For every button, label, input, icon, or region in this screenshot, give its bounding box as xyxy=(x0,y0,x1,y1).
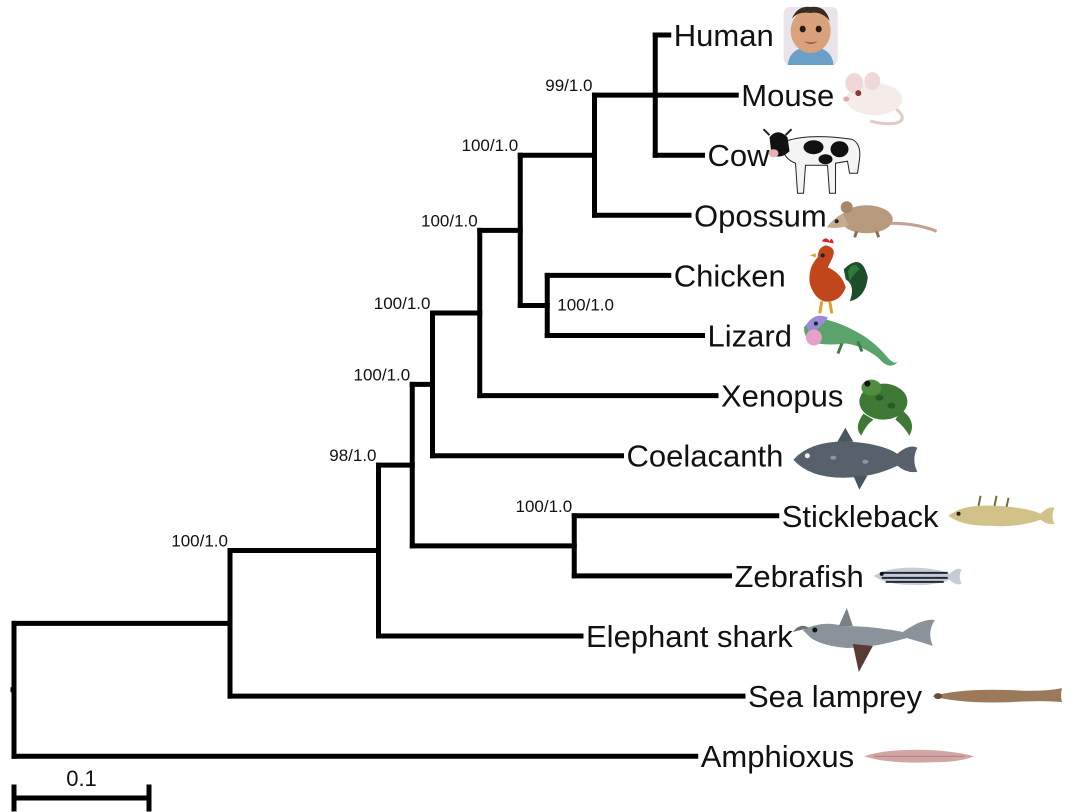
taxon-label-sea_lamprey: Sea lamprey xyxy=(748,679,923,714)
stickleback-icon xyxy=(949,496,1055,526)
lamprey-icon xyxy=(932,688,1062,702)
support-value-sarcopterygii: 100/1.0 xyxy=(374,294,431,313)
support-value-amniotes: 100/1.0 xyxy=(462,136,519,155)
support-value-vertebrates: 100/1.0 xyxy=(171,532,228,551)
mouse-icon xyxy=(843,72,902,124)
taxon-label-opossum: Opossum xyxy=(694,198,827,233)
taxon-label-chicken: Chicken xyxy=(674,258,786,293)
taxon-label-stickleback: Stickleback xyxy=(782,499,939,534)
scale-bar: 0.1 xyxy=(14,766,149,809)
taxon-label-lizard: Lizard xyxy=(708,319,792,354)
taxon-label-elephant_shark: Elephant shark xyxy=(586,619,793,654)
frog-icon xyxy=(858,380,912,436)
support-value-teleosts: 100/1.0 xyxy=(516,497,573,516)
support-value-osteichthyes: 100/1.0 xyxy=(354,365,411,384)
amphioxus-icon xyxy=(864,750,974,763)
taxon-label-mouse: Mouse xyxy=(741,78,834,113)
lizard-icon xyxy=(804,316,898,366)
rooster-icon xyxy=(809,238,867,313)
support-value-gnathostomes: 98/1.0 xyxy=(329,446,376,465)
opossum-icon xyxy=(827,201,937,237)
taxon-label-human: Human xyxy=(674,18,774,53)
zebrafish-icon xyxy=(874,568,962,585)
elephant-shark-icon xyxy=(793,608,935,672)
taxon-label-xenopus: Xenopus xyxy=(721,379,843,414)
taxon-label-cow: Cow xyxy=(708,138,771,173)
cow-icon xyxy=(764,129,860,193)
support-value-tetrapods: 100/1.0 xyxy=(421,211,478,230)
human-baby-icon xyxy=(784,7,838,65)
scale-bar-label: 0.1 xyxy=(66,766,97,791)
taxon-label-coelacanth: Coelacanth xyxy=(627,439,784,474)
support-value-sauropsids: 100/1.0 xyxy=(557,295,614,314)
taxon-label-amphioxus: Amphioxus xyxy=(701,739,854,774)
taxon-label-zebrafish: Zebrafish xyxy=(735,559,864,594)
support-value-theria: 99/1.0 xyxy=(545,76,592,95)
coelacanth-icon xyxy=(793,428,917,490)
